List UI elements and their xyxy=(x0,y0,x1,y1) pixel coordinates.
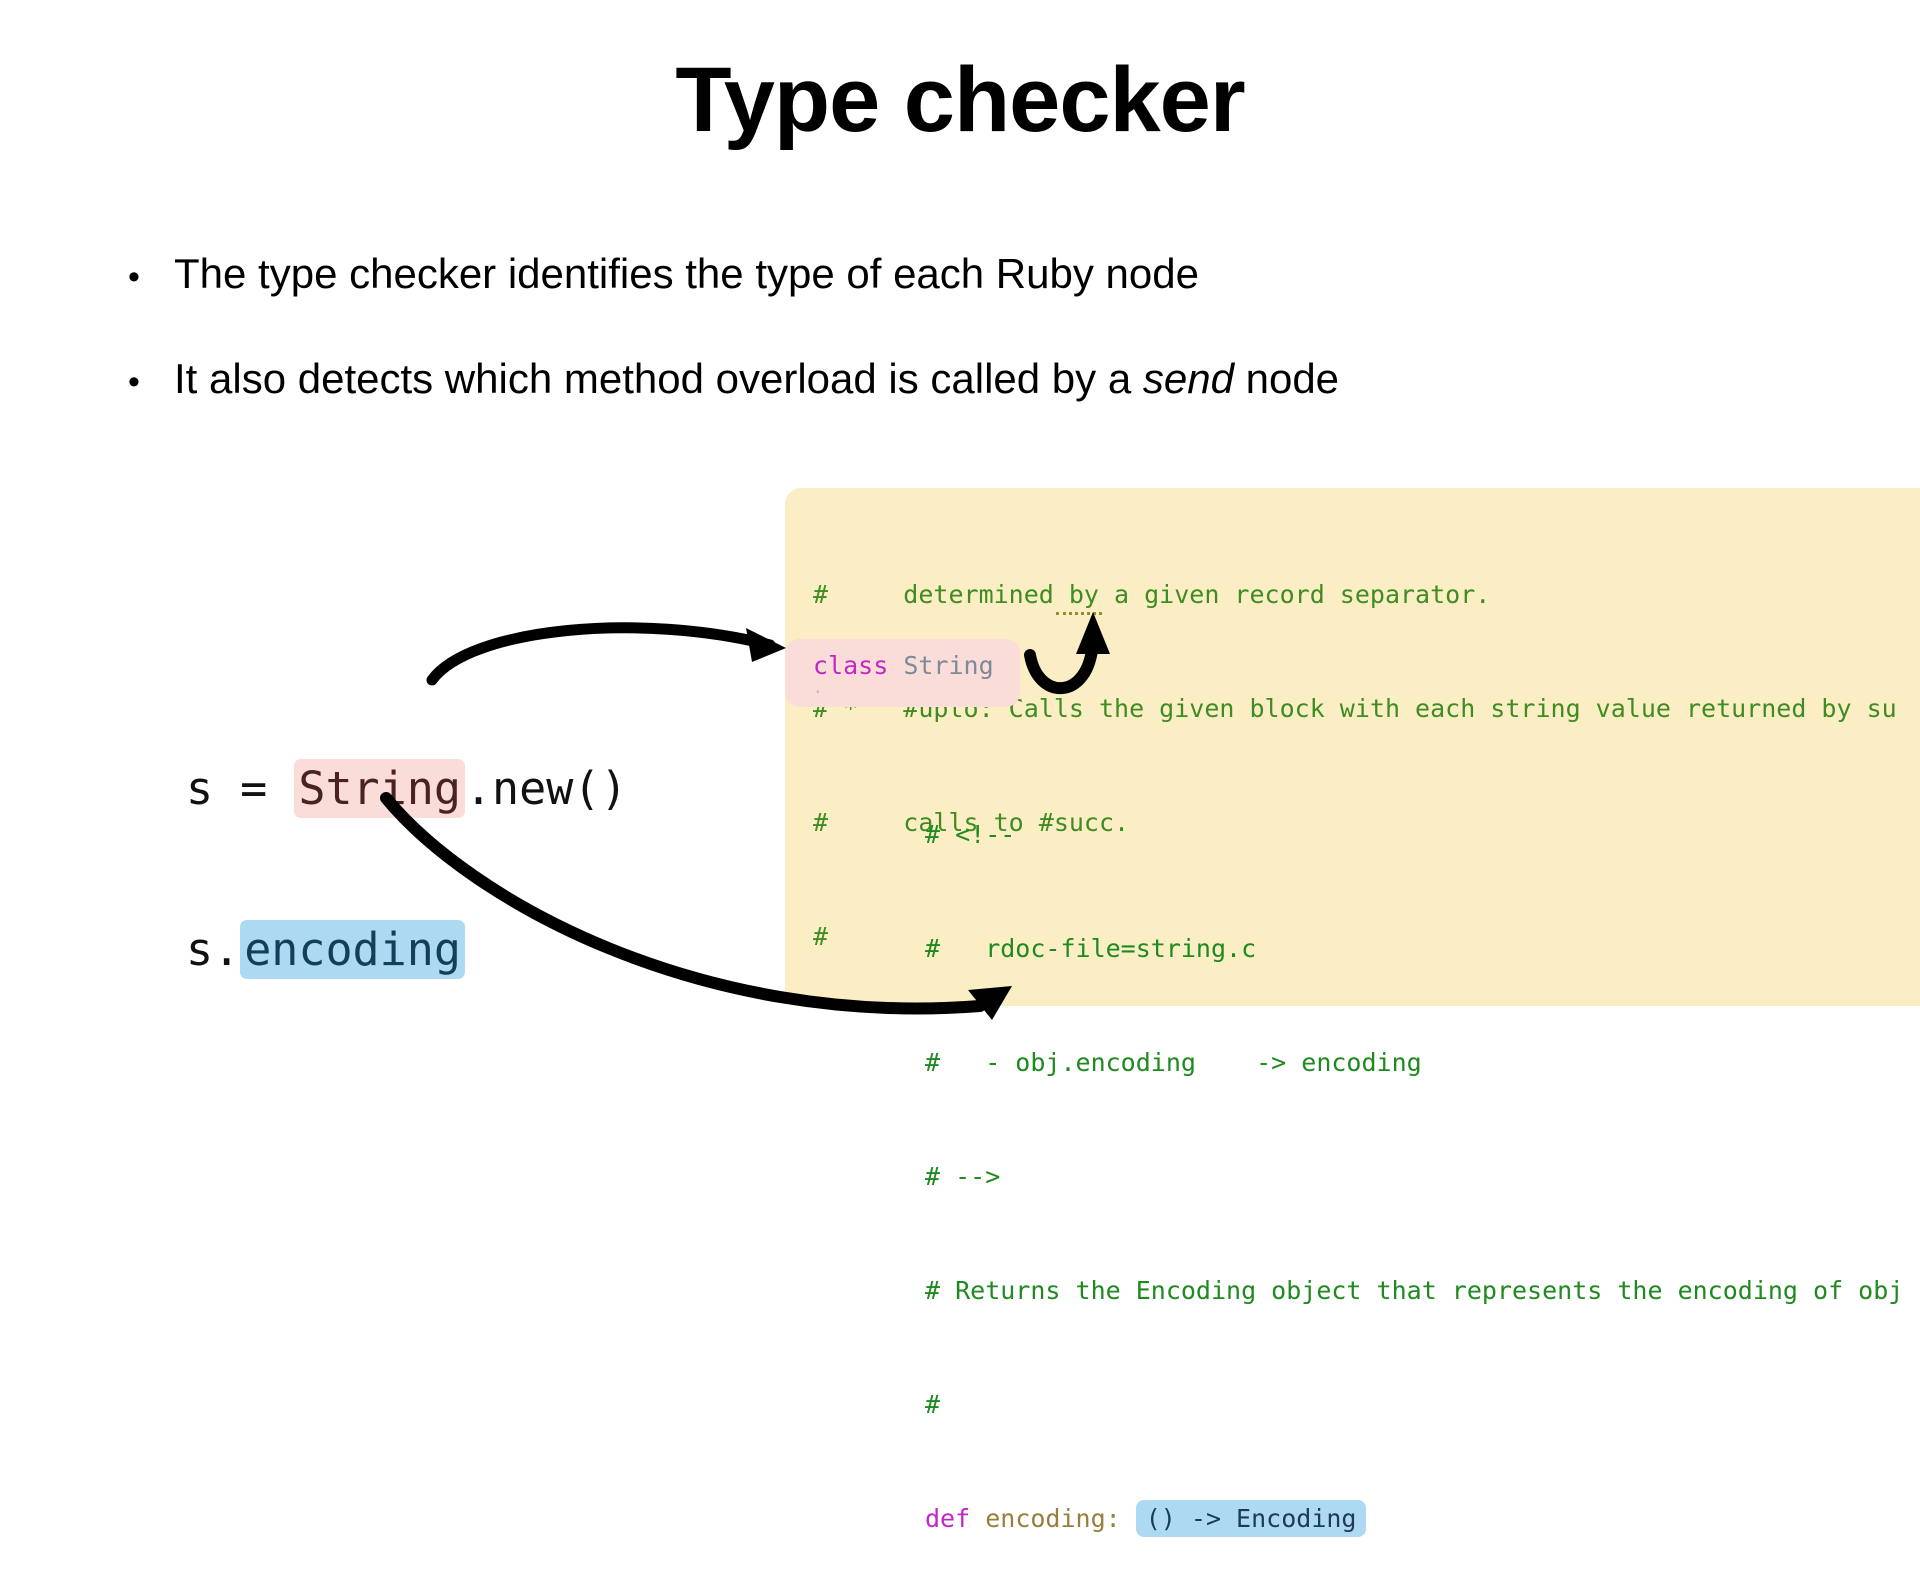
rbs-doc-block-bottom: # <!-- # rdoc-file=string.c # - obj.enco… xyxy=(925,740,1920,1576)
bullet-text: It also detects which method overload is… xyxy=(174,353,1828,406)
list-item: • The type checker identifies the type o… xyxy=(128,248,1828,301)
bullet-marker-icon: • xyxy=(128,258,140,296)
method-signature-highlight: () -> Encoding xyxy=(1135,1500,1367,1537)
rbs-method-definition: def encoding: () -> Encoding xyxy=(925,1500,1920,1538)
code-line-2: s.encoding xyxy=(186,920,628,983)
rbs-bottom-line: # --> xyxy=(925,1162,1001,1191)
code-line-1: s = String.new() xyxy=(186,758,628,822)
bullet-text-post: node xyxy=(1233,354,1340,402)
rbs-bottom-line: # Returns the Encoding object that repre… xyxy=(925,1276,1904,1305)
ruby-code-sample: s = String.new() s.encoding xyxy=(186,660,628,1034)
def-keyword: def xyxy=(925,1504,971,1533)
method-name: encoding: xyxy=(985,1504,1121,1533)
class-keyword: class xyxy=(813,651,889,680)
rbs-bottom-line: # xyxy=(925,1390,941,1419)
rbs-top-line: # determined by a given record separator… xyxy=(813,580,1491,609)
class-name: String xyxy=(903,651,994,680)
page-title: Type checker xyxy=(675,49,1245,151)
string-receiver-highlight: String xyxy=(294,758,465,818)
class-string-chip: class String. xyxy=(785,639,1020,707)
bullet-list: • The type checker identifies the type o… xyxy=(128,248,1828,457)
chip-caret-dot: . xyxy=(813,678,823,697)
code-prefix: s. xyxy=(186,923,241,977)
bullet-text: The type checker identifies the type of … xyxy=(174,248,1828,301)
rbs-top-line: # * #upto: Calls the given block with ea… xyxy=(813,694,1897,723)
code-prefix: s = xyxy=(186,761,295,815)
rbs-bottom-line: # <!-- xyxy=(925,820,1016,849)
encoding-send-highlight: encoding xyxy=(240,920,465,980)
bullet-text-pre: It also detects which method overload is… xyxy=(174,354,1143,402)
succ-dotted-underline xyxy=(1056,608,1102,615)
list-item: • It also detects which method overload … xyxy=(128,353,1828,406)
bullet-text-pre: The type checker identifies the type of … xyxy=(174,250,1199,297)
rbs-bottom-line: # rdoc-file=string.c xyxy=(925,934,1257,963)
bullet-text-emphasis: send xyxy=(1142,354,1234,402)
code-suffix: .new() xyxy=(464,761,628,815)
bullet-marker-icon: • xyxy=(128,362,140,401)
rbs-bottom-line: # - obj.encoding -> encoding xyxy=(925,1048,1422,1077)
